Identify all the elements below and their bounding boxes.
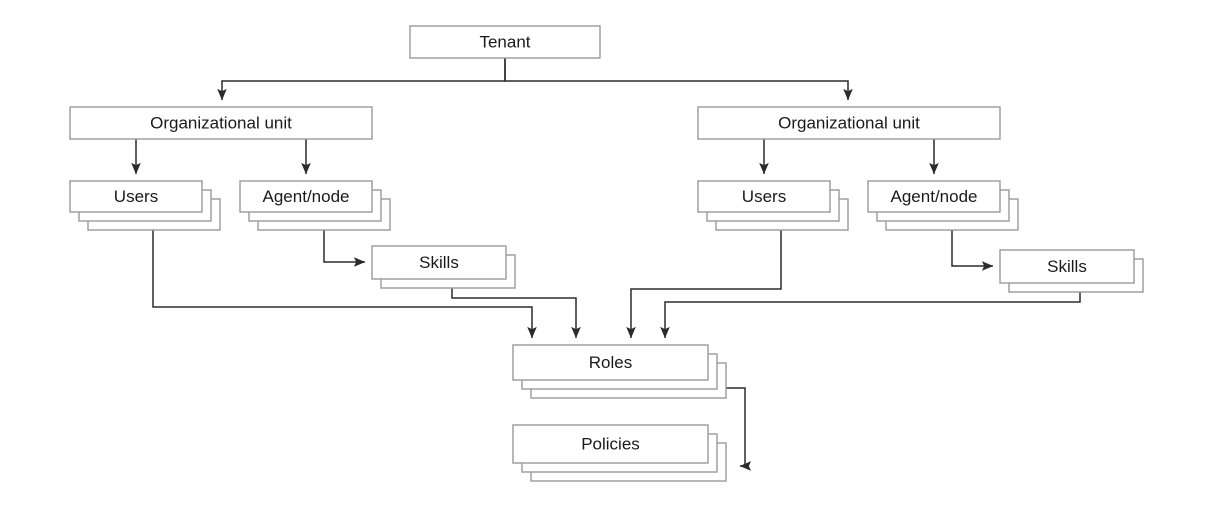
node-org-unit-right[interactable]: Organizational unit (697, 106, 1001, 140)
edge-agent-node-left-to-skills-left (323, 230, 366, 267)
node-skills-left-box[interactable] (371, 245, 507, 280)
node-users-left-label: Users (114, 187, 158, 206)
edge-tenant-to-org-unit-right (504, 58, 853, 101)
node-policies-label: Policies (581, 434, 640, 453)
edge-users-right-to-roles (626, 230, 782, 339)
node-tenant-label: Tenant (479, 32, 530, 51)
node-org-unit-right-label: Organizational unit (778, 113, 920, 132)
node-org-unit-left[interactable]: Organizational unit (69, 106, 373, 140)
node-agent-node-left-box[interactable] (239, 180, 373, 213)
edge-skills-left-to-roles (451, 288, 581, 339)
node-agent-node-right-label: Agent/node (891, 187, 978, 206)
node-org-unit-left-label: Organizational unit (150, 113, 292, 132)
edges-layer (131, 58, 1081, 471)
node-policies[interactable]: Policies (512, 424, 727, 482)
node-org-unit-right-box[interactable] (697, 106, 1001, 140)
node-agent-node-left[interactable]: Agent/node (239, 180, 391, 231)
edge-tenant-to-org-unit-left (217, 58, 506, 101)
node-agent-node-right-box[interactable] (867, 180, 1001, 213)
node-users-left-box[interactable] (69, 180, 203, 213)
node-roles-box[interactable] (512, 344, 709, 381)
node-agent-node-right[interactable]: Agent/node (867, 180, 1019, 231)
node-users-right-box[interactable] (697, 180, 831, 213)
node-users-right-label: Users (742, 187, 786, 206)
node-skills-left[interactable]: Skills (371, 245, 516, 289)
node-skills-right-box[interactable] (999, 249, 1135, 284)
node-roles[interactable]: Roles (512, 344, 727, 399)
node-skills-right[interactable]: Skills (999, 249, 1144, 293)
node-skills-left-label: Skills (419, 253, 459, 272)
node-users-right[interactable]: Users (697, 180, 849, 231)
node-tenant-box[interactable] (409, 25, 601, 59)
edge-skills-right-to-roles (660, 292, 1081, 339)
node-tenant[interactable]: Tenant (409, 25, 601, 59)
node-agent-node-left-label: Agent/node (263, 187, 350, 206)
edge-users-left-to-roles (152, 230, 537, 339)
edge-agent-node-right-to-skills-right (951, 230, 994, 271)
node-roles-label: Roles (589, 353, 632, 372)
node-policies-box[interactable] (512, 424, 709, 464)
node-org-unit-left-box[interactable] (69, 106, 373, 140)
node-skills-right-label: Skills (1047, 257, 1087, 276)
node-users-left[interactable]: Users (69, 180, 221, 231)
